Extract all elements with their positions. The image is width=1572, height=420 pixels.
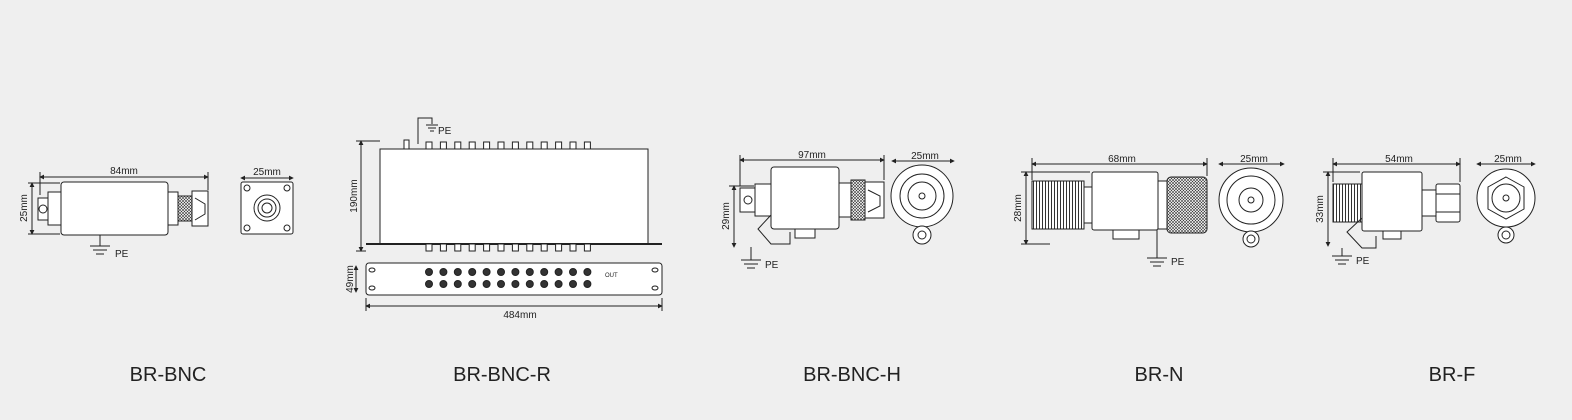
- br-bnc-height-label: 25mm: [19, 194, 30, 222]
- rack-port: [554, 280, 563, 288]
- rack-bottom-connector: [511, 243, 519, 252]
- rack-port: [525, 268, 534, 276]
- rack-port: [453, 268, 462, 276]
- rack-port: [439, 280, 448, 288]
- rack-port: [468, 268, 477, 276]
- rack-top-connector: [526, 141, 534, 150]
- br-f-pe-label: PE: [1356, 256, 1370, 267]
- rack-port: [497, 280, 505, 288]
- rack-bottom-connector: [454, 243, 462, 252]
- rack-port: [482, 280, 491, 288]
- rack-port: [525, 280, 534, 288]
- rack-port: [468, 280, 477, 288]
- br-n-length-label: 68mm: [1108, 154, 1136, 165]
- br-n-face-label: 25mm: [1240, 154, 1268, 165]
- rack-port: [511, 268, 520, 276]
- rack-port: [554, 268, 563, 276]
- br-f-face-label: 25mm: [1494, 154, 1522, 165]
- br-bnc-r-drawing: [353, 117, 663, 311]
- br-bnc-r-pe-label: PE: [438, 126, 452, 137]
- br-f-height-label: 33mm: [1315, 195, 1326, 223]
- br-bnc-caption: BR-BNC: [129, 364, 207, 386]
- rack-top-connector: [483, 141, 491, 150]
- rack-top-connector: [468, 141, 476, 150]
- br-bnc-h-drawing: [729, 155, 955, 269]
- rack-top-connector: [425, 141, 433, 150]
- rack-top-connector: [511, 141, 519, 150]
- rack-port: [511, 280, 520, 288]
- rack-port: [425, 280, 433, 288]
- br-f-caption: BR-F: [1428, 364, 1476, 386]
- br-bnc-h-length-label: 97mm: [798, 150, 826, 161]
- rack-port: [453, 280, 462, 288]
- rack-bottom-connector: [468, 243, 476, 252]
- br-f-body: [1361, 171, 1423, 232]
- rack-top-connector: [540, 141, 548, 150]
- rack-port: [439, 268, 448, 276]
- br-n-drawing: [1021, 158, 1285, 267]
- br-f-length-label: 54mm: [1385, 154, 1413, 165]
- rack-top-connector: [555, 141, 563, 150]
- br-n-height-label: 28mm: [1013, 194, 1024, 222]
- rack-bottom-connector: [425, 243, 433, 252]
- br-bnc-h-height-label: 29mm: [721, 202, 732, 230]
- rack-bottom-connector: [540, 243, 548, 252]
- br-bnc-r-width-label: 484mm: [503, 310, 536, 321]
- rack-bottom-connector: [439, 243, 447, 252]
- rack-top-connector: [583, 141, 591, 150]
- br-bnc-r-front-label: 49mm: [345, 265, 356, 293]
- rack-out-label: OUT: [605, 273, 618, 279]
- rack-bottom-connector: [569, 243, 577, 252]
- rack-top-view: [379, 148, 649, 245]
- rack-port: [540, 280, 549, 288]
- rack-port: [540, 268, 549, 276]
- br-bnc-r-caption: BR-BNC-R: [453, 364, 551, 386]
- rack-bottom-connector: [497, 243, 505, 252]
- br-bnc-h-body: [770, 166, 840, 230]
- rack-bottom-connector: [583, 243, 591, 252]
- br-bnc-h-caption: BR-BNC-H: [803, 364, 901, 386]
- rack-port: [425, 268, 433, 276]
- rack-port: [569, 280, 577, 288]
- rack-top-connector: [454, 141, 462, 150]
- rack-port: [497, 268, 505, 276]
- rack-top-connector: [497, 141, 505, 150]
- rack-front-panel: [365, 262, 663, 296]
- br-n-body: [1091, 171, 1159, 231]
- br-bnc-pe-label: PE: [115, 249, 129, 260]
- rack-port: [482, 268, 491, 276]
- br-bnc-length-label: 84mm: [110, 166, 138, 177]
- br-bnc-body: [60, 181, 169, 236]
- br-bnc-face-label: 25mm: [253, 167, 281, 178]
- rack-ports: [425, 141, 592, 288]
- br-bnc-h-pe-label: PE: [765, 260, 779, 271]
- br-bnc-h-face-label: 25mm: [911, 151, 939, 162]
- rack-bottom-connector: [555, 243, 563, 252]
- rack-bottom-connector: [483, 243, 491, 252]
- rack-top-connector: [569, 141, 577, 150]
- rack-port: [569, 268, 577, 276]
- rack-port: [583, 280, 592, 288]
- br-bnc-drawing: [28, 172, 294, 255]
- br-n-caption: BR-N: [1134, 364, 1184, 386]
- rack-top-connector: [439, 141, 447, 150]
- br-bnc-r-height-label: 190mm: [349, 179, 360, 212]
- rack-port: [583, 268, 592, 276]
- br-f-drawing: [1323, 158, 1536, 265]
- br-n-pe-label: PE: [1171, 257, 1185, 268]
- rack-bottom-connector: [526, 243, 534, 252]
